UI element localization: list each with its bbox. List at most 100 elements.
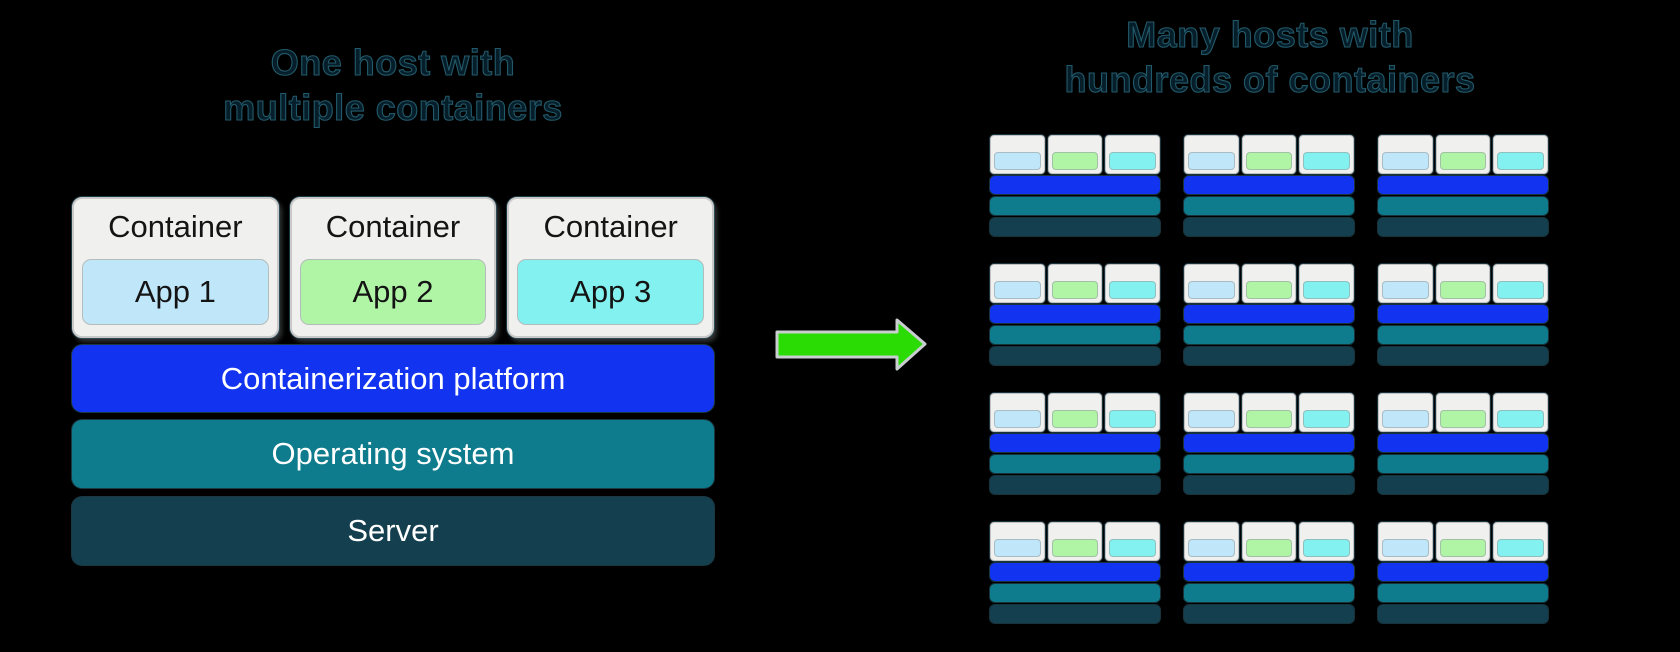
mini-server-layer — [1378, 605, 1548, 623]
mini-app-strip-1 — [1382, 539, 1429, 557]
mini-container-box — [1184, 135, 1239, 174]
right-title-line-2: hundreds of containers — [1064, 58, 1476, 100]
mini-app-strip-3 — [1303, 281, 1351, 299]
mini-platform-layer — [1378, 563, 1548, 581]
app-box-3: App 3 — [517, 259, 705, 325]
mini-server-layer — [990, 218, 1160, 236]
host-containers-row — [1184, 393, 1355, 432]
host-containers-row — [1184, 264, 1355, 303]
host-stack-9 — [1378, 393, 1549, 494]
container-label: Container — [543, 209, 678, 244]
mini-container-box — [1378, 393, 1433, 432]
mini-app-strip-2 — [1051, 281, 1099, 299]
mini-server-layer — [1184, 476, 1354, 494]
mini-container-box — [1047, 393, 1103, 432]
right-title: Many hosts with hundreds of containers — [1040, 12, 1500, 102]
host-containers-row — [1378, 264, 1549, 303]
mini-container-box — [990, 264, 1045, 303]
host-stack-4 — [990, 264, 1161, 365]
host-containers-row — [990, 264, 1161, 303]
mini-container-box — [1435, 135, 1491, 174]
mini-server-layer — [1184, 347, 1354, 365]
host-containers-row — [1184, 522, 1355, 561]
mini-container-box — [1299, 522, 1355, 561]
right-title-line-1: Many hosts with — [1126, 13, 1414, 55]
mini-os-layer — [990, 584, 1160, 602]
right-arrow-icon — [775, 318, 927, 371]
mini-app-strip-3 — [1497, 281, 1545, 299]
mini-container-box — [1241, 135, 1297, 174]
mini-container-box — [1047, 264, 1103, 303]
mini-container-box — [1493, 393, 1549, 432]
mini-container-box — [1047, 135, 1103, 174]
mini-container-box — [1299, 264, 1355, 303]
mini-app-strip-3 — [1303, 152, 1351, 170]
mini-os-layer — [1184, 584, 1354, 602]
server-layer: Server — [72, 497, 714, 565]
mini-container-box — [1435, 264, 1491, 303]
mini-container-box — [1493, 522, 1549, 561]
mini-app-strip-1 — [1382, 281, 1429, 299]
mini-app-strip-1 — [994, 281, 1041, 299]
host-stack-3 — [1378, 135, 1549, 236]
mini-platform-layer — [1378, 434, 1548, 452]
left-title: One host with multiple containers — [72, 40, 714, 130]
mini-container-box — [1299, 135, 1355, 174]
mini-container-box — [990, 522, 1045, 561]
mini-app-strip-1 — [1188, 410, 1235, 428]
host-stack-6 — [1378, 264, 1549, 365]
mini-container-box — [1105, 393, 1161, 432]
container-box-3: Container App 3 — [507, 197, 715, 338]
mini-platform-layer — [1378, 176, 1548, 194]
mini-app-strip-1 — [994, 539, 1041, 557]
mini-server-layer — [1184, 218, 1354, 236]
mini-container-box — [1378, 264, 1433, 303]
host-containers-row — [1378, 393, 1549, 432]
mini-os-layer — [1184, 197, 1354, 215]
app-box-2: App 2 — [299, 259, 487, 325]
mini-container-box — [1105, 522, 1161, 561]
mini-os-layer — [1378, 455, 1548, 473]
mini-container-box — [1435, 393, 1491, 432]
mini-app-strip-3 — [1497, 410, 1545, 428]
host-containers-row — [1378, 522, 1549, 561]
mini-platform-layer — [990, 563, 1160, 581]
mini-container-box — [1378, 135, 1433, 174]
mini-server-layer — [1184, 605, 1354, 623]
mini-os-layer — [990, 455, 1160, 473]
host-stack-8 — [1184, 393, 1355, 494]
mini-server-layer — [990, 605, 1160, 623]
mini-container-box — [1378, 522, 1433, 561]
mini-container-box — [990, 393, 1045, 432]
mini-os-layer — [1184, 455, 1354, 473]
host-containers-row — [1184, 135, 1355, 174]
mini-app-strip-2 — [1245, 410, 1293, 428]
container-label: Container — [108, 209, 243, 244]
operating-system-layer: Operating system — [72, 420, 714, 488]
mini-os-layer — [1378, 326, 1548, 344]
mini-platform-layer — [990, 305, 1160, 323]
mini-container-box — [1184, 522, 1239, 561]
host-stack-2 — [1184, 135, 1355, 236]
host-containers-row — [990, 522, 1161, 561]
left-containers-row: Container App 1 Container App 2 Containe… — [72, 197, 715, 338]
mini-os-layer — [990, 197, 1160, 215]
app-box-1: App 1 — [82, 259, 269, 325]
host-stack-10 — [990, 522, 1161, 623]
mini-container-box — [990, 135, 1045, 174]
containerization-platform-layer: Containerization platform — [72, 345, 714, 412]
mini-container-box — [1241, 393, 1297, 432]
mini-app-strip-2 — [1439, 539, 1487, 557]
mini-app-strip-3 — [1303, 539, 1351, 557]
mini-container-box — [1493, 264, 1549, 303]
mini-app-strip-2 — [1051, 410, 1099, 428]
host-stack-1 — [990, 135, 1161, 236]
mini-container-box — [1184, 393, 1239, 432]
mini-app-strip-1 — [1382, 152, 1429, 170]
mini-server-layer — [990, 476, 1160, 494]
mini-container-box — [1184, 264, 1239, 303]
mini-platform-layer — [1184, 434, 1354, 452]
mini-container-box — [1435, 522, 1491, 561]
mini-app-strip-2 — [1439, 152, 1487, 170]
